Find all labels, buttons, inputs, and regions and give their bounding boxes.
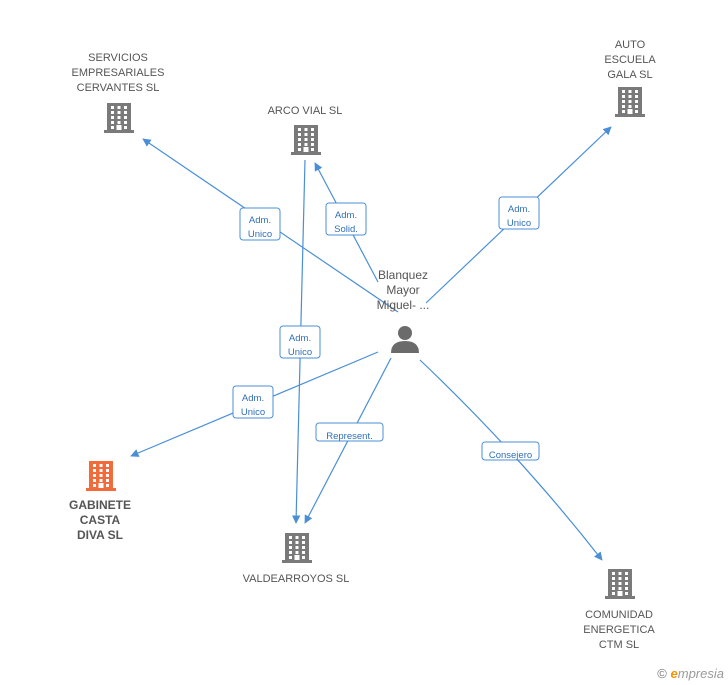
company-name[interactable]: AUTO xyxy=(615,39,646,51)
relation-label-box[interactable] xyxy=(325,202,367,236)
company-node-auto[interactable]: AUTO ESCUELA GALA SL xyxy=(604,39,656,117)
building-icon[interactable] xyxy=(605,569,635,599)
relation-edge-arco-valde[interactable]: Adm. Unico xyxy=(279,159,321,524)
copyright-symbol: © xyxy=(657,666,667,681)
relation-label-box[interactable] xyxy=(232,385,274,419)
relation-label-text: Adm. xyxy=(249,215,271,226)
relation-label-text: Unico xyxy=(248,229,272,240)
building-icon[interactable] xyxy=(291,125,321,155)
company-name[interactable]: CASTA xyxy=(80,513,121,527)
relation-label-text: Solid. xyxy=(334,224,358,235)
company-name[interactable]: EMPRESARIALES xyxy=(72,67,165,79)
building-icon[interactable] xyxy=(615,87,645,117)
relation-label-text: Unico xyxy=(507,218,531,229)
relation-label-box[interactable] xyxy=(279,325,321,359)
relation-label-text: Adm. xyxy=(335,210,357,221)
relation-edge-valde[interactable]: Represent. xyxy=(304,357,392,524)
brand-logo[interactable]: empresia xyxy=(670,666,724,681)
building-icon[interactable] xyxy=(86,461,116,491)
building-icon[interactable] xyxy=(104,103,134,133)
person-name[interactable]: Miguel- ... xyxy=(377,298,430,312)
relation-edge-comunidad[interactable]: Consejero xyxy=(419,359,603,561)
company-name[interactable]: CTM SL xyxy=(599,639,639,651)
company-name[interactable]: ESCUELA xyxy=(604,54,656,66)
relation-label-box[interactable] xyxy=(315,422,384,442)
relation-edge-auto[interactable]: Adm. Unico xyxy=(425,126,612,304)
company-name[interactable]: DIVA SL xyxy=(77,528,123,542)
relation-label-text: Adm. xyxy=(242,393,264,404)
company-name[interactable]: CERVANTES SL xyxy=(77,82,160,94)
company-name[interactable]: GABINETE xyxy=(69,498,131,512)
company-name[interactable]: GALA SL xyxy=(607,69,652,81)
relation-label-text: Consejero xyxy=(489,450,532,461)
relation-edge-arco[interactable]: Adm. Solid. xyxy=(314,162,379,283)
person-icon[interactable] xyxy=(391,326,419,353)
relation-label-text: Represent. xyxy=(326,431,372,442)
relation-edge-gabinete[interactable]: Adm. Unico xyxy=(130,351,379,457)
relation-label-box[interactable] xyxy=(481,441,540,461)
company-node-comunidad[interactable]: COMUNIDAD ENERGETICA CTM SL xyxy=(583,569,655,651)
relation-label-text: Adm. xyxy=(289,333,311,344)
relation-label-text: Unico xyxy=(241,407,265,418)
company-name[interactable]: COMUNIDAD xyxy=(585,609,653,621)
company-node-servicios[interactable]: SERVICIOS EMPRESARIALES CERVANTES SL xyxy=(72,52,165,133)
relation-edge-servicios[interactable]: Adm. Unico xyxy=(142,138,399,313)
footer-credit: © empresia xyxy=(657,666,724,681)
relation-label-box[interactable] xyxy=(239,207,281,241)
company-node-valdearroyos[interactable]: VALDEARROYOS SL xyxy=(243,533,350,585)
person-name[interactable]: Mayor xyxy=(386,283,419,297)
company-name[interactable]: ARCO VIAL SL xyxy=(268,105,343,117)
relation-label-text: Unico xyxy=(288,347,312,358)
relation-label-box[interactable] xyxy=(498,196,540,230)
person-name[interactable]: Blanquez xyxy=(378,268,428,282)
building-icon[interactable] xyxy=(282,533,312,563)
person-node[interactable]: BlanquezMayorMiguel- ... xyxy=(377,268,430,353)
relation-label-text: Adm. xyxy=(508,204,530,215)
company-name[interactable]: VALDEARROYOS SL xyxy=(243,573,350,585)
company-node-arco[interactable]: ARCO VIAL SL xyxy=(268,105,343,155)
company-name[interactable]: SERVICIOS xyxy=(88,52,148,64)
company-name[interactable]: ENERGETICA xyxy=(583,624,655,636)
